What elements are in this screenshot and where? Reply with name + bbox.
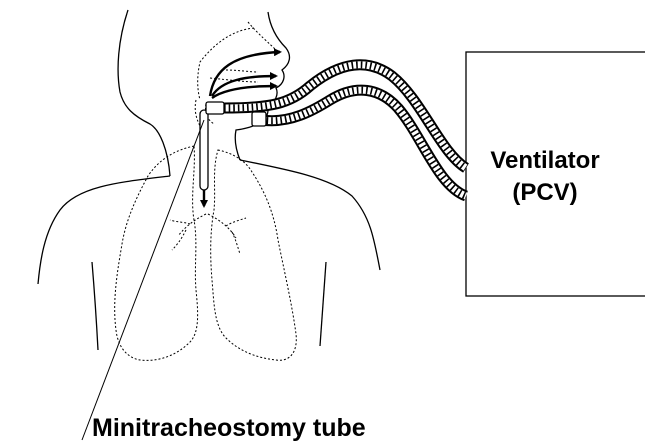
head-outline (118, 10, 170, 176)
right-lung (211, 150, 297, 360)
left-arm (92, 262, 98, 350)
tube-leader-line (82, 120, 204, 440)
tube-label: Minitracheostomy tube (92, 414, 366, 442)
minitracheostomy-tube (200, 102, 224, 190)
airflow-arrow-upper (210, 52, 280, 96)
ventilator-hoses (224, 65, 466, 196)
ventilator-label: Ventilator (490, 147, 599, 174)
ventilator-mode-label: (PCV) (512, 179, 577, 206)
right-shoulder (240, 160, 380, 270)
left-shoulder (38, 176, 170, 284)
hose-connector (252, 112, 266, 126)
right-arm (320, 262, 326, 346)
bronchi (170, 214, 246, 254)
body-outline (38, 10, 380, 350)
ventilator-box (466, 52, 645, 296)
